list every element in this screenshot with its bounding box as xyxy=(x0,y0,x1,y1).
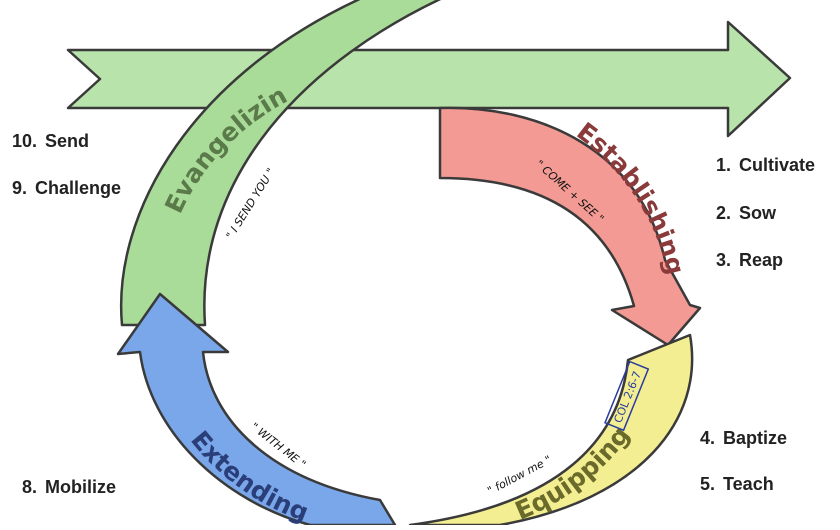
step-reap: 3. Reap xyxy=(716,250,783,271)
step-number: 3. xyxy=(716,250,732,270)
step-send: 10. Send xyxy=(12,131,89,152)
step-label: Cultivate xyxy=(739,155,816,175)
step-number: 2. xyxy=(716,203,732,223)
step-number: 1. xyxy=(716,155,732,175)
step-teach: 5. Teach xyxy=(700,474,774,495)
step-label: Reap xyxy=(739,250,784,270)
top-banner-arrow xyxy=(66,20,792,138)
step-cultivate: 1. Cultivate xyxy=(716,155,815,176)
step-label: Challenge xyxy=(35,178,122,198)
step-number: 5. xyxy=(700,474,716,494)
step-number: 9. xyxy=(12,178,28,198)
step-mobilize: 8. Mobilize xyxy=(22,477,116,498)
step-label: Send xyxy=(45,131,90,151)
step-label: Mobilize xyxy=(45,477,117,497)
extending-arc xyxy=(119,0,442,327)
step-number: 8. xyxy=(22,477,38,497)
step-label: Sow xyxy=(739,203,777,223)
step-baptize: 4. Baptize xyxy=(700,428,787,449)
step-label: Baptize xyxy=(723,428,788,448)
step-label: Teach xyxy=(723,474,774,494)
equipping-arrow xyxy=(116,292,397,527)
step-sow: 2. Sow xyxy=(716,203,776,224)
evangelizing-arrow xyxy=(438,106,702,347)
step-challenge: 9. Challenge xyxy=(12,178,121,199)
step-number: 10. xyxy=(12,131,38,151)
step-number: 4. xyxy=(700,428,716,448)
